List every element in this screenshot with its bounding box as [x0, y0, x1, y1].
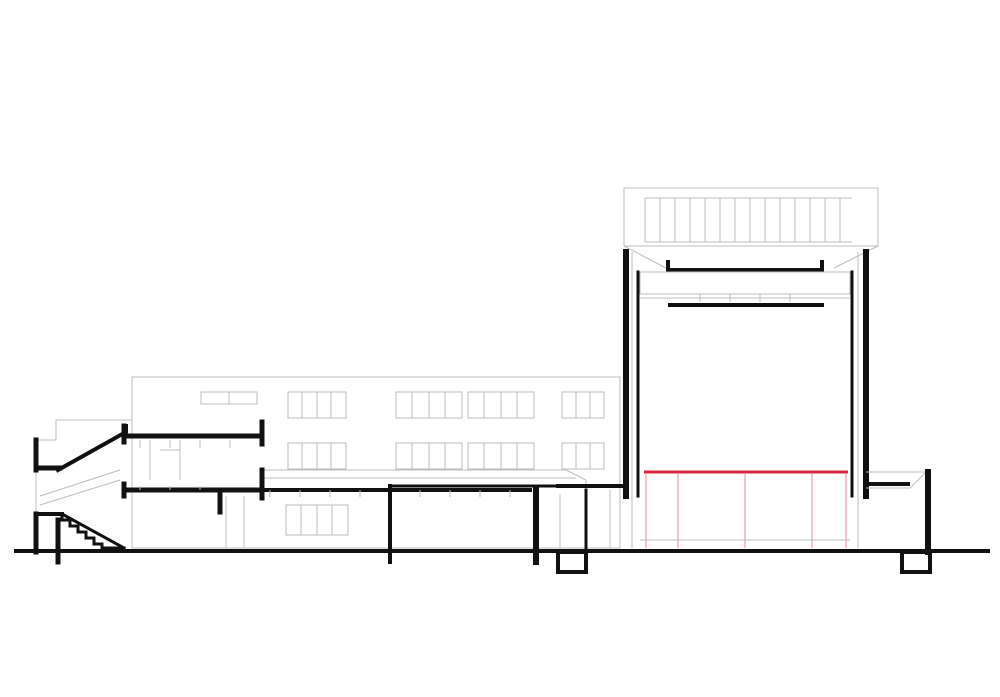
lower-windows	[285, 504, 349, 536]
middle-windows	[287, 442, 605, 470]
stage-supports	[645, 474, 847, 548]
rear-block-outline	[131, 376, 621, 549]
seating-rake	[55, 424, 128, 473]
stair	[38, 469, 127, 551]
upper-windows	[287, 391, 605, 419]
left-block	[33, 419, 265, 565]
roof-beam	[666, 260, 824, 272]
right-wing	[864, 469, 932, 574]
roof-lantern-louvres	[644, 197, 852, 243]
left-foundation-pit	[556, 550, 588, 574]
fly-tower	[623, 187, 879, 548]
roof-lantern	[623, 187, 879, 247]
background-building-elevation	[131, 376, 621, 549]
foyer-block	[260, 469, 624, 574]
